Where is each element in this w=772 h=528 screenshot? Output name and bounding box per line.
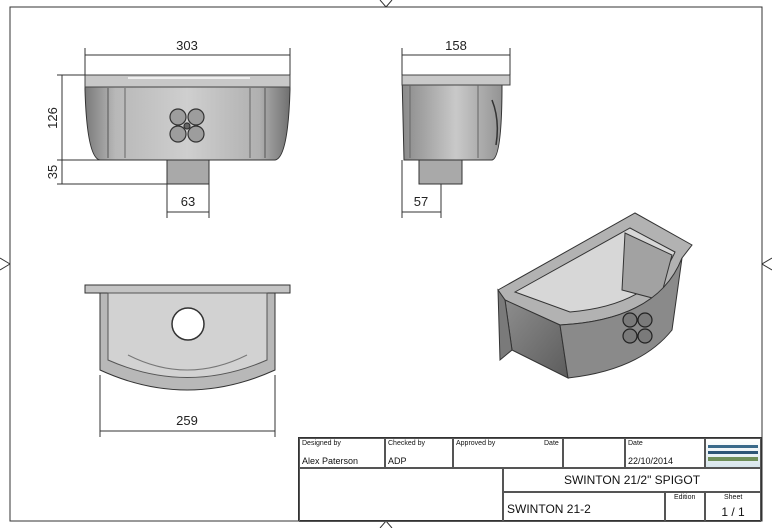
spigot-length-dimension: 35 [45, 160, 167, 185]
sheet-label: Sheet [724, 494, 743, 501]
front-height-dimension: 126 [45, 74, 100, 161]
bottom-width-dimension: 259 [99, 375, 276, 437]
edition-label: Edition [674, 494, 696, 501]
center-mark-top [379, 0, 393, 8]
approved-by-cell: Approved by Date [453, 438, 563, 468]
front-view [84, 74, 291, 185]
center-mark-left [0, 257, 11, 271]
left-blank-area [299, 468, 503, 522]
side-width-dimension: 158 [401, 38, 511, 75]
sheet-value: 1 / 1 [721, 505, 745, 519]
edition-cell: Edition [665, 492, 705, 522]
part-number-cell: SWINTON 21-2 [503, 492, 665, 522]
designed-by-label: Designed by [302, 440, 341, 447]
date-label-2: Date [628, 440, 643, 447]
drawing-title: SWINTON 21/2" SPIGOT [563, 473, 701, 487]
dim-126: 126 [45, 107, 60, 129]
drawing-title-cell: SWINTON 21/2" SPIGOT [503, 468, 761, 492]
sheet-cell: Sheet 1 / 1 [705, 492, 761, 522]
title-block: Designed by Alex Paterson Checked by ADP… [298, 437, 762, 522]
bottom-view [84, 284, 291, 391]
spigot-diameter-dimension: 63 [166, 184, 210, 218]
front-width-dimension: 303 [84, 38, 291, 75]
side-view [401, 74, 511, 185]
approved-by-label: Approved by [456, 440, 496, 447]
dim-63: 63 [181, 194, 195, 209]
dim-158: 158 [445, 38, 467, 53]
center-mark-bottom [379, 520, 393, 528]
dim-57: 57 [414, 194, 428, 209]
checked-by-label: Checked by [388, 440, 425, 447]
part-number: SWINTON 21-2 [507, 502, 591, 516]
date-label-1: Date [544, 440, 559, 447]
isometric-view [497, 212, 693, 379]
date-cell: Date 22/10/2014 [625, 438, 705, 468]
center-mark-right [761, 257, 772, 271]
designed-by-value: Alex Paterson [302, 456, 359, 466]
company-logo-icon [708, 445, 758, 461]
checked-by-value: ADP [388, 456, 407, 466]
checked-by-cell: Checked by ADP [385, 438, 453, 468]
quatrefoil-emblem-front [169, 108, 205, 143]
dim-303: 303 [176, 38, 198, 53]
designed-by-cell: Designed by Alex Paterson [299, 438, 385, 468]
blank-cell [563, 438, 625, 468]
quatrefoil-emblem-iso [622, 312, 653, 344]
dim-259: 259 [176, 413, 198, 428]
logo-cell [705, 438, 761, 468]
date-value: 22/10/2014 [628, 456, 674, 466]
dim-35: 35 [45, 165, 60, 179]
side-spigot-dimension: 57 [401, 160, 442, 218]
